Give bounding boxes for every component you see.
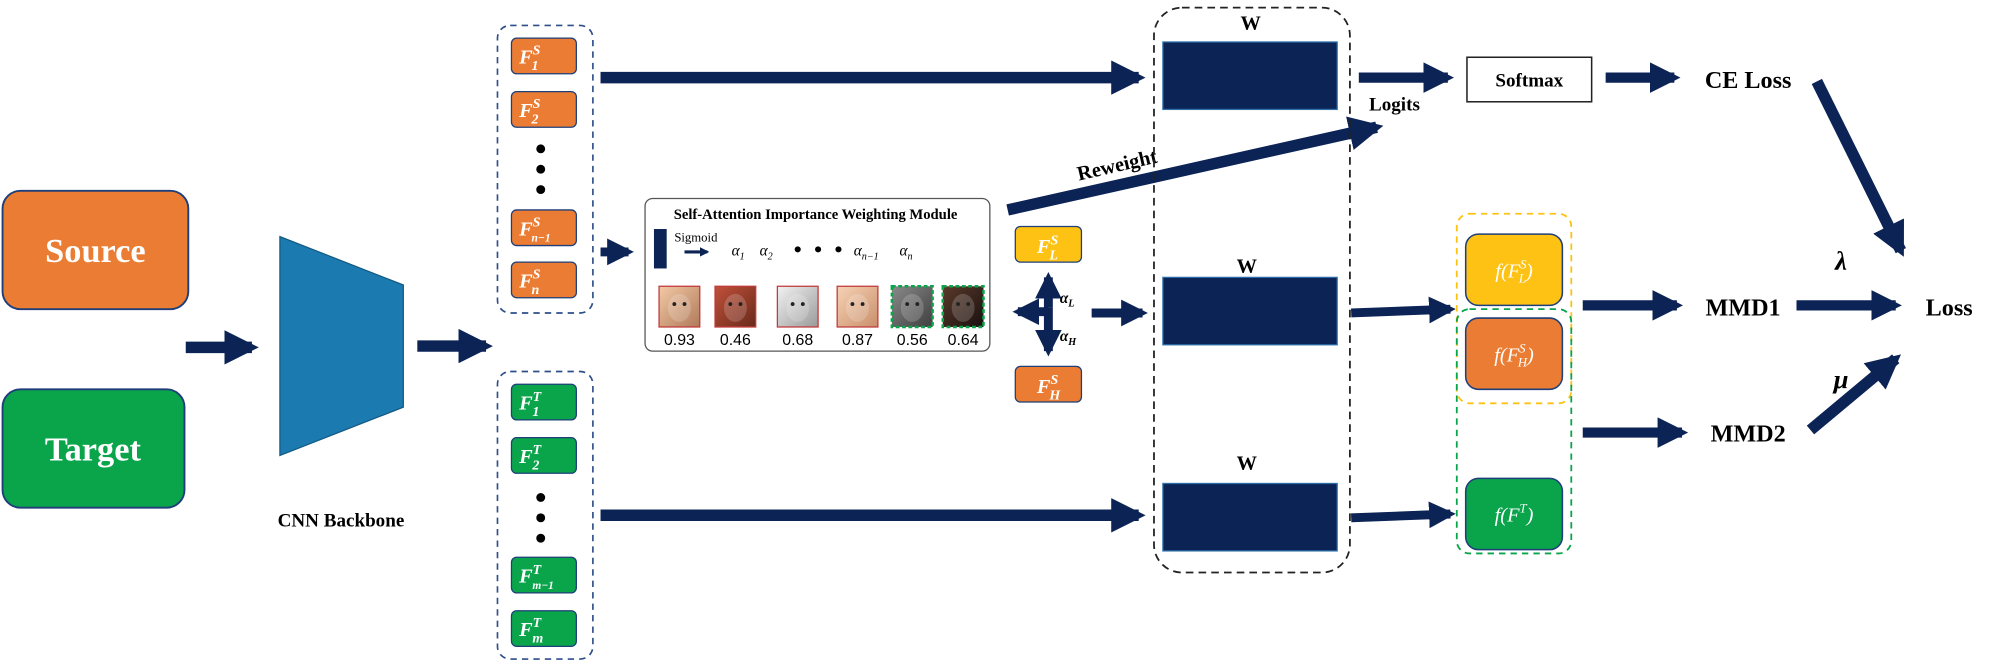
reweight-arrow — [1006, 116, 1384, 216]
module-feature-bar — [653, 229, 667, 269]
face-thumbnail-icon — [890, 284, 934, 329]
w-block-bottom — [1162, 482, 1338, 552]
score-6: 0.64 — [948, 332, 979, 349]
mmd2-group — [1455, 308, 1573, 555]
score-2: 0.46 — [720, 332, 751, 349]
svg-text:FSn: FSn — [518, 268, 541, 298]
source-feature-group — [496, 24, 594, 314]
mmd1-label: MMD1 — [1705, 295, 1780, 322]
alpha-4: αn — [900, 243, 913, 263]
w-label-middle: W — [1237, 255, 1258, 277]
alpha-h-label: αH — [1060, 328, 1077, 348]
svg-text:FSn−1: FSn−1 — [518, 215, 550, 244]
cnn-backbone-trapezoid — [279, 235, 404, 457]
target-box: Target — [1, 388, 186, 509]
source-box: Source — [1, 189, 190, 311]
mu-label: μ — [1832, 364, 1849, 394]
source-label: Source — [45, 232, 145, 270]
alpha-3: αn−1 — [854, 243, 879, 263]
self-attention-module: Self-Attention Importance Weighting Modu… — [644, 197, 991, 352]
svg-text:FS1: FS1 — [518, 44, 541, 74]
ce-loss-label: CE Loss — [1705, 67, 1792, 94]
lambda-label: λ — [1834, 246, 1847, 276]
svg-text:FTm−1: FTm−1 — [518, 563, 554, 592]
softmax-box — [1466, 56, 1593, 103]
svg-text:FSL: FSL — [1036, 233, 1059, 263]
score-1: 0.93 — [664, 332, 695, 349]
logits-label: Logits — [1369, 95, 1420, 116]
w-label-bottom: W — [1237, 452, 1258, 474]
face-thumbnail-icon — [714, 285, 757, 328]
svg-text:FTm: FTm — [518, 616, 543, 646]
shared-weight-group — [1153, 6, 1351, 574]
svg-text:FS2: FS2 — [518, 97, 541, 127]
alpha-2: α2 — [760, 243, 773, 263]
cnn-backbone-label: CNN Backbone — [278, 511, 405, 532]
mmd2-to-loss-arrow — [1806, 354, 1901, 435]
proj-target-box: f(FT) — [1464, 477, 1564, 551]
mmd2-label: MMD2 — [1711, 420, 1786, 447]
target-feature-group — [496, 370, 594, 660]
svg-text:FSH: FSH — [1036, 373, 1061, 403]
loss-label: Loss — [1926, 295, 1973, 322]
w-to-proj-arrow-2 — [1351, 501, 1456, 529]
score-5: 0.56 — [897, 332, 928, 349]
svg-text:FT1: FT1 — [518, 390, 542, 420]
softmax-label: Softmax — [1495, 71, 1563, 92]
face-thumbnail-icon — [941, 284, 985, 329]
face-thumbnail-icon — [836, 285, 879, 328]
score-3: 0.68 — [782, 332, 813, 349]
svg-text:FT2: FT2 — [518, 443, 542, 473]
face-thumbnail-icon — [658, 285, 701, 328]
face-thumbnail-icon — [776, 285, 819, 328]
score-4: 0.87 — [842, 332, 873, 349]
w-block-top — [1162, 41, 1338, 111]
w-block-middle — [1162, 276, 1338, 346]
svg-text:f(FSL): f(FSL) — [1495, 257, 1533, 285]
mmd1-group — [1455, 212, 1573, 405]
module-title: Self-Attention Importance Weighting Modu… — [674, 207, 958, 223]
alpha-l-label: αL — [1060, 290, 1075, 310]
ce-to-loss-arrow — [1811, 78, 1906, 257]
target-label: Target — [45, 431, 142, 469]
w-label-top: W — [1240, 12, 1261, 34]
svg-text:f(FT): f(FT) — [1495, 502, 1534, 527]
svg-text:f(FSH): f(FSH) — [1494, 341, 1534, 369]
alpha-1: α1 — [732, 243, 745, 263]
sigmoid-label: Sigmoid — [674, 231, 718, 245]
w-to-proj-arrow-1 — [1351, 296, 1456, 324]
